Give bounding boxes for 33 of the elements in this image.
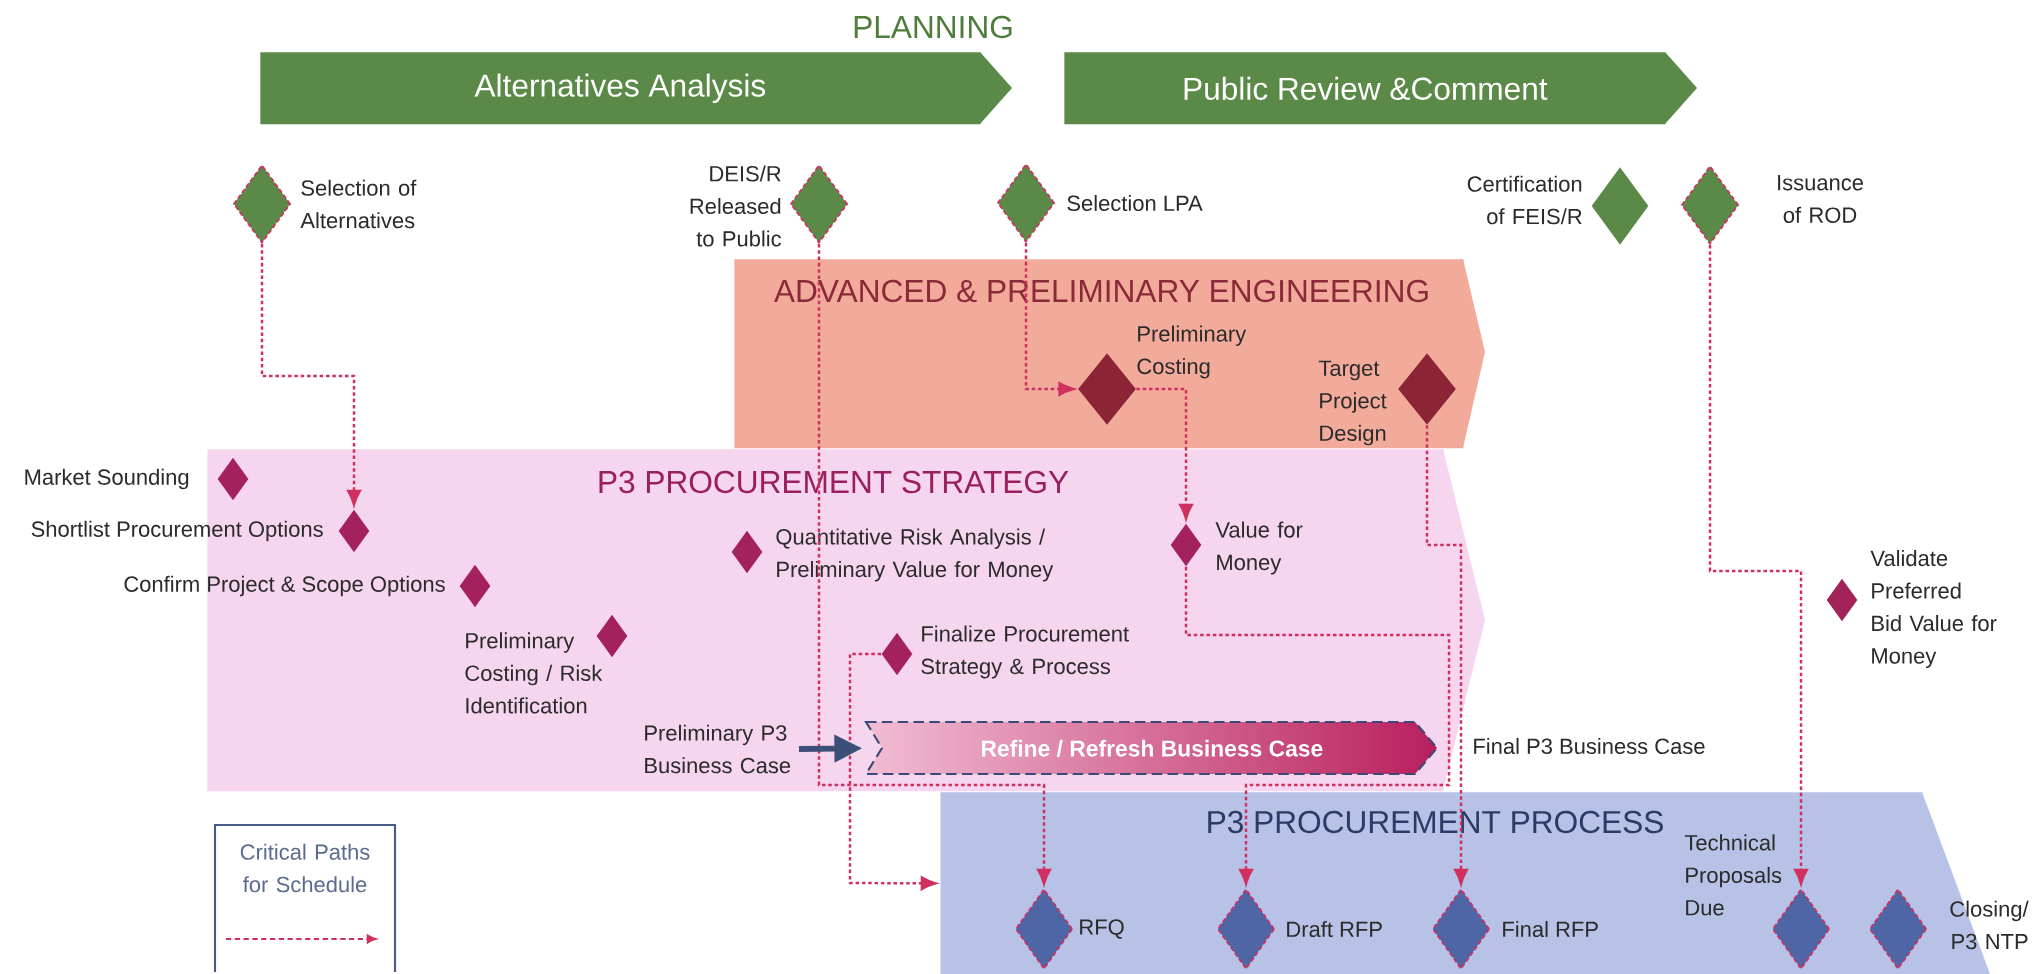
milestone-label: Validate Preferred Bid Value for Money	[1870, 550, 1997, 668]
milestone-label: Market Sounding	[25, 468, 189, 490]
milestone-label: Selection of Alternatives	[300, 179, 417, 229]
milestone-label: Shortlist Procurement Options	[31, 520, 323, 542]
milestone-label: Issuance of ROD	[1778, 175, 1863, 223]
milestone-label: Preliminary Costing / Risk Identification	[465, 632, 603, 714]
arrow	[848, 652, 937, 891]
arrow	[1708, 244, 1808, 885]
legend: Critical Paths for Schedule	[213, 823, 397, 972]
milestone-label: Final P3 Business Case	[1474, 737, 1705, 755]
milestone-label: Preliminary Costing	[1137, 325, 1247, 379]
milestone-label: Draft RFP	[1287, 920, 1382, 938]
arrow	[1024, 242, 1075, 396]
arrow	[1136, 387, 1193, 520]
milestone-label: Final RFP	[1503, 920, 1598, 938]
milestone-label: Target Project Design	[1318, 360, 1387, 446]
case-label: Preliminary P3 Business Case	[645, 724, 791, 774]
refine-chevron: Refine / Refresh Business Case	[864, 720, 1439, 776]
arrow	[817, 243, 1051, 885]
arrow	[260, 243, 361, 506]
milestone-label: Technical Proposals Due	[1684, 834, 1782, 916]
milestone-label: Value for Money	[1215, 521, 1303, 575]
arrow	[1425, 425, 1468, 885]
arrow	[1184, 566, 1451, 885]
milestone-label: Quantitative Risk Analysis / Preliminary Value for Money	[776, 528, 1054, 582]
milestone-label: Certification of FEIS/R	[1467, 175, 1582, 225]
title: PLANNING	[854, 15, 1012, 39]
milestone-label: Confirm Project & Scope Options	[124, 575, 445, 597]
milestone-label: Finalize Procurement Strategy & Process	[921, 625, 1129, 679]
milestone-label: Selection LPA	[1067, 194, 1203, 212]
milestone-label: RFQ	[1080, 919, 1124, 939]
milestone-label: DEIS/R Released to Public	[690, 165, 782, 247]
milestone-label: Closing/ P3 NTP	[1950, 900, 2029, 950]
